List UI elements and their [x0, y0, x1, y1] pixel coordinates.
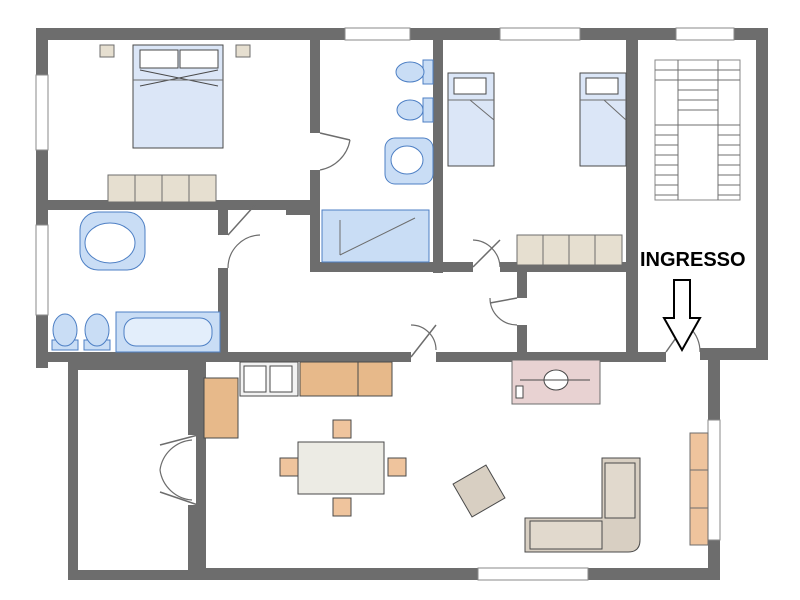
- door-icon: [319, 132, 351, 171]
- single-bed-icon: [579, 72, 627, 167]
- walls: [36, 28, 768, 580]
- kitchen-counter: [299, 361, 393, 397]
- bathroom-1: [51, 211, 221, 353]
- wall-hall-stub: [286, 205, 316, 215]
- bedroom-2: [447, 72, 627, 266]
- wall-lowerleft-right-low: [188, 505, 198, 580]
- door-icon: [472, 239, 501, 268]
- sideboard: [689, 432, 709, 546]
- dining-table-icon: [297, 441, 385, 495]
- tv-unit: [511, 359, 601, 405]
- wardrobe: [516, 234, 623, 266]
- wall-bedroom2-bottom-left: [433, 262, 473, 272]
- bathroom-2: [321, 59, 434, 263]
- wall-bath2-bottom: [310, 262, 443, 272]
- bidet-icon: [396, 97, 434, 123]
- sofa-icon: [524, 457, 641, 553]
- door-icon: [410, 324, 437, 358]
- wall-bath1-right-low: [218, 268, 228, 358]
- kitchen: [203, 361, 393, 439]
- wall-closet-left: [517, 268, 527, 298]
- wall-lowerleft-right-top: [188, 360, 198, 435]
- armchair-icon: [452, 464, 506, 518]
- sink-icon: [79, 211, 146, 271]
- bathtub-icon: [115, 311, 221, 353]
- master-bedroom: [99, 44, 251, 203]
- wall-hall-bottom-right: [436, 352, 666, 362]
- sink-icon: [384, 137, 434, 185]
- windows: [35, 27, 735, 581]
- chair-icon: [332, 419, 352, 439]
- window-icon: [477, 567, 589, 581]
- outer-wall-right: [756, 28, 768, 360]
- window-icon: [707, 419, 721, 541]
- entrance-arrow-icon: [662, 279, 702, 353]
- wall-bedroom-right: [310, 28, 320, 133]
- shower-icon: [321, 209, 430, 263]
- toilet-icon: [51, 313, 79, 351]
- doors: [159, 132, 701, 506]
- door-icon: [159, 434, 199, 506]
- window-icon: [344, 27, 411, 41]
- kitchen-counter: [203, 377, 239, 439]
- entrance-label: INGRESSO: [640, 249, 746, 271]
- wall-living-bottom-left: [196, 568, 478, 580]
- window-icon: [675, 27, 735, 41]
- door-icon: [489, 297, 518, 326]
- staircase-icon: [654, 59, 741, 201]
- kitchen-sink-icon: [239, 361, 299, 397]
- wall-lowerleft-bottom: [68, 570, 198, 580]
- window-icon: [499, 27, 581, 41]
- wardrobe: [107, 174, 217, 203]
- wall-bath1-right: [218, 205, 228, 235]
- wall-bath2-right: [433, 28, 443, 273]
- chair-icon: [332, 497, 352, 517]
- wall-bedroom2-bottom-right: [500, 262, 630, 272]
- dining-area: [279, 419, 407, 517]
- window-icon: [35, 74, 49, 151]
- toilet-icon: [395, 59, 434, 85]
- wall-closet-left-low: [517, 325, 527, 357]
- living-area: [452, 359, 709, 553]
- window-icon: [35, 224, 49, 316]
- door-icon: [227, 204, 261, 269]
- single-bed-icon: [447, 72, 495, 167]
- wall-living-left: [196, 352, 206, 580]
- wall-lowerleft-top: [68, 360, 198, 370]
- wall-bedroom-right-low: [310, 170, 320, 270]
- wall-bedroom-bath: [36, 200, 316, 210]
- wall-lowerleft-left: [68, 360, 78, 580]
- nightstand: [99, 44, 115, 58]
- wall-stairwell-left: [626, 40, 638, 360]
- chair-icon: [387, 457, 407, 477]
- chair-icon: [279, 457, 299, 477]
- double-bed-icon: [132, 44, 224, 149]
- wall-living-bottom-right: [588, 568, 718, 580]
- nightstand: [235, 44, 251, 58]
- bidet-icon: [83, 313, 111, 351]
